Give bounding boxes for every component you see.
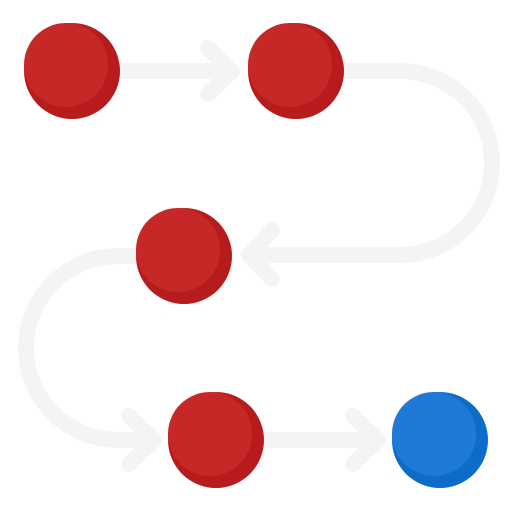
connector-line [18,248,162,448]
arrow-right-icon [345,408,386,472]
node-face [392,392,476,476]
end-node [392,392,488,488]
node-face [24,23,108,107]
step-node [136,208,232,304]
arrow-right-icon [200,40,240,102]
step-node [248,23,344,119]
arrow-left-icon [241,222,280,287]
connector-line [244,63,500,263]
nodes [24,23,488,488]
connectors [18,40,500,472]
step-node [24,23,120,119]
node-face [248,23,332,107]
node-face [168,392,252,476]
step-node [168,392,264,488]
arrow-right-icon [121,408,162,472]
node-face [136,208,220,292]
